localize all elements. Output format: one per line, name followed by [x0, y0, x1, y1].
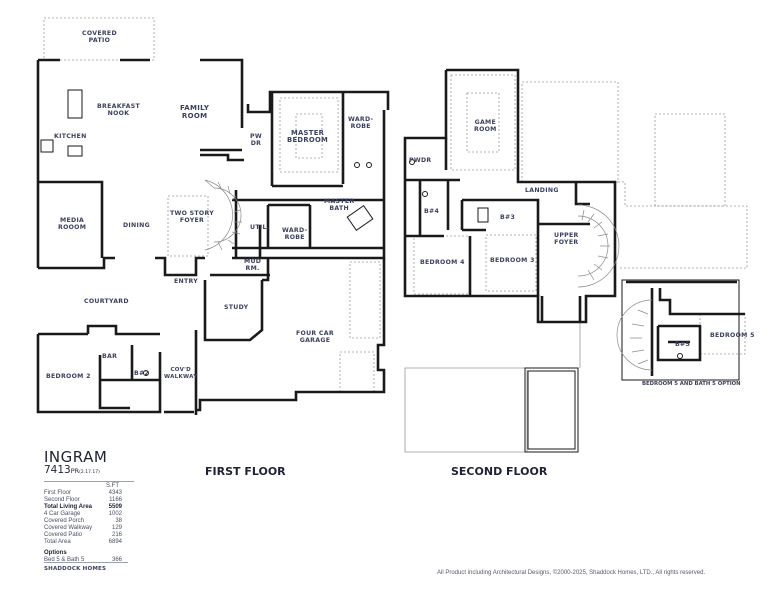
room-game-room: GAME ROOM	[474, 119, 497, 133]
area-label: 4 Car Garage	[44, 511, 81, 517]
area-label: Covered Patio	[44, 532, 83, 538]
room-powder: PW DR	[250, 133, 262, 147]
option-row: Bed 5 & Bath 5 366	[44, 557, 122, 564]
room-powder-2: PWDR	[409, 157, 432, 164]
room-master-bedroom: MASTER BEDROOM	[287, 129, 329, 144]
room-family-room: FAMILY ROOM	[180, 104, 210, 120]
room-entry: ENTRY	[174, 278, 199, 285]
room-breakfast-nook: BREAKFAST NOOK	[97, 103, 140, 117]
plan-info: INGRAM 7413PR(2.17.17) S.FT First Floor 4…	[44, 450, 134, 564]
room-bath-3: B#3	[500, 214, 516, 221]
room-dining: DINING	[123, 222, 150, 229]
room-study: STUDY	[224, 304, 249, 311]
room-mud-room: MUD RM.	[244, 258, 262, 272]
room-bath-5: B#5	[675, 341, 691, 348]
plan-code: 7413PR(2.17.17)	[44, 465, 134, 478]
area-row-total-living: Total Living Area 5509	[44, 504, 122, 511]
room-bath-4: B#4	[424, 208, 440, 215]
fixtures	[40, 89, 683, 376]
stairs	[204, 179, 653, 371]
room-wardrobe-1: WARD- ROBE	[348, 116, 374, 130]
room-four-car-garage: FOUR CAR GARAGE	[296, 330, 334, 344]
light-outlines	[404, 322, 581, 453]
room-master-bath: MASTER BATH	[324, 198, 355, 212]
room-landing: LANDING	[525, 187, 559, 194]
area-label: Total Area	[44, 539, 71, 545]
area-row: Covered Porch 38	[44, 518, 122, 525]
area-row: Second Floor 1166	[44, 497, 122, 504]
room-kitchen: KITCHEN	[54, 133, 87, 140]
options-title: Options	[44, 550, 67, 556]
option-caption: BEDROOM 5 AND BATH 5 OPTION	[642, 381, 741, 387]
builder-name: SHADDOCK HOMES	[44, 566, 107, 572]
area-value: 6894	[108, 539, 122, 545]
room-media-room: MEDIA ROOOM	[58, 217, 87, 231]
area-label: Second Floor	[44, 497, 80, 503]
plan-number: 7413	[44, 464, 71, 476]
plan-date: (2.17.17)	[79, 470, 100, 475]
area-value: 129	[111, 525, 122, 531]
room-utility: UTIL.	[250, 224, 270, 231]
area-label: Covered Porch	[44, 518, 85, 524]
room-two-story-foyer: TWO STORY FOYER	[170, 210, 215, 224]
room-courtyard: COURTYARD	[84, 298, 129, 305]
room-bedroom-3: BEDROOM 3	[490, 257, 535, 264]
room-bedroom-2: BEDROOM 2	[46, 373, 91, 380]
area-value: 216	[111, 532, 122, 538]
plan-name: INGRAM	[44, 448, 108, 466]
area-label: First Floor	[44, 490, 71, 496]
area-unit-header: S.FT	[106, 483, 119, 489]
room-covered-walkway: COV'D WALKWAY	[164, 367, 198, 380]
room-upper-foyer: UPPER FOYER	[554, 232, 579, 246]
walls	[36, 58, 745, 415]
copyright-notice: All Product including Architectural Desi…	[437, 570, 706, 576]
room-bath-2: B#2	[134, 370, 150, 377]
room-wardrobe-2: WARD- ROBE	[282, 227, 308, 241]
area-row: Total Area 6894	[44, 539, 122, 546]
second-floor-title: SECOND FLOOR	[451, 465, 548, 478]
dashed-outlines	[43, 17, 748, 393]
room-bedroom-4: BEDROOM 4	[420, 259, 465, 266]
room-bedroom-5: BEDROOM 5	[710, 332, 755, 339]
area-value: 4343	[108, 490, 122, 496]
area-value: 38	[115, 518, 122, 524]
room-covered-patio: COVERED PATIO	[82, 30, 117, 44]
area-row: First Floor 4343	[44, 490, 122, 497]
plan-suffix: PR	[70, 467, 80, 475]
first-floor-title: FIRST FLOOR	[205, 465, 286, 478]
area-row: Covered Walkway 129	[44, 525, 122, 532]
divider	[44, 562, 128, 563]
area-value: 1002	[108, 511, 122, 517]
area-value: 5509	[108, 504, 122, 510]
area-label: Total Living Area	[44, 504, 93, 510]
area-row: Covered Patio 216	[44, 532, 122, 539]
thin-frames	[524, 279, 740, 453]
option-value: 366	[111, 557, 122, 563]
area-row: 4 Car Garage 1002	[44, 511, 122, 518]
area-label: Covered Walkway	[44, 525, 93, 531]
room-bar: BAR	[102, 353, 118, 360]
area-table: S.FT First Floor 4343 Second Floor 1166 To…	[44, 483, 134, 564]
area-value: 1166	[109, 497, 122, 503]
option-label: Bed 5 & Bath 5	[44, 557, 85, 563]
